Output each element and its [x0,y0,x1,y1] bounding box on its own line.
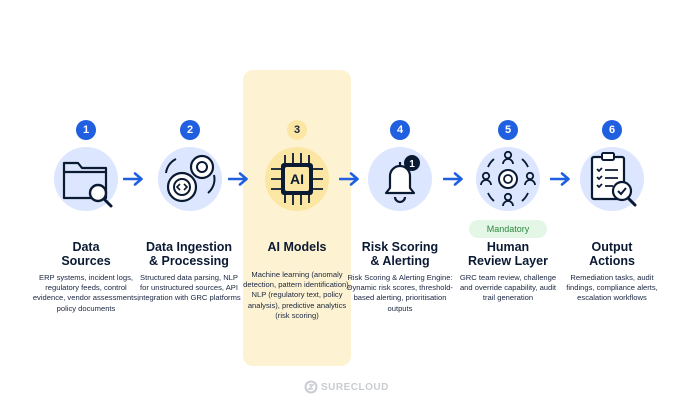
step-2-title: Data Ingestion& Processing [145,240,233,268]
mandatory-badge: Mandatory [469,220,547,238]
clipboard-check-icon [580,147,644,211]
step-3-title: AI Models [267,240,327,254]
ai-models-highlight-panel [243,70,351,366]
step-3-number-badge: 3 [287,120,307,140]
step-5-description: GRC team review, challenge and override … [459,273,557,303]
step-1-description: ERP systems, incident logs, regulatory f… [32,273,140,313]
step-6-description: Remediation tasks, audit findings, compl… [566,273,658,303]
arrow-right-icon [339,172,359,186]
step-2-number-badge: 2 [180,120,200,140]
step-1-number-badge: 1 [76,120,96,140]
logo-text: SURECLOUD [321,381,389,393]
team-network-icon [476,147,540,211]
step-3-description: Machine learning (anomaly detection, pat… [243,270,351,320]
folder-search-icon [54,147,118,211]
step-6-number-badge: 6 [602,120,622,140]
surecloud-logo: SURECLOUD [304,380,389,394]
step-2-description: Structured data parsing, NLP for unstruc… [137,273,241,303]
step-5-number-badge: 5 [498,120,518,140]
gear-code-icon [158,147,222,211]
bell-notification-icon: 1 [368,147,432,211]
bell-badge-count: 1 [409,159,415,170]
chip-label: AI [290,171,304,187]
arrow-right-icon [123,172,143,186]
arrow-right-icon [228,172,248,186]
ai-chip-icon: AI [265,147,329,211]
surecloud-logo-icon [304,380,318,394]
arrow-right-icon [550,172,570,186]
step-4-description: Risk Scoring & Alerting Engine: Dynamic … [347,273,453,313]
step-4-number-badge: 4 [390,120,410,140]
step-4-title: Risk Scoring& Alerting [361,240,439,268]
arrow-right-icon [443,172,463,186]
